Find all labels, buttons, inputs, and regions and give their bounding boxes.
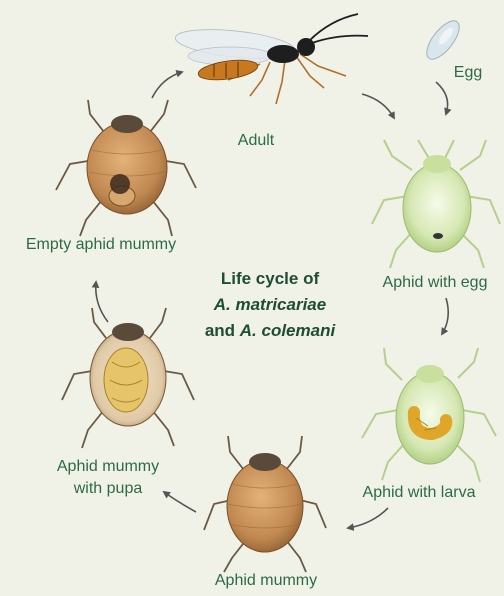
aphid-mummy-icon [204,436,326,572]
aphid-with-egg-label: Aphid with egg [370,272,500,294]
egg-label: Egg [444,62,492,84]
aphid-mummy-with-pupa-icon [62,308,194,448]
aphid-with-larva-icon [362,348,496,482]
adult-wasp-icon [174,14,368,104]
aphid-mummy-label: Aphid mummy [198,570,334,592]
aphid-with-larva-label: Aphid with larva [348,482,490,504]
aphid-mummy-with-pupa-line1: Aphid mummy [40,456,176,478]
empty-aphid-mummy-icon [56,100,196,236]
species-name-colemani: A. colemani [240,321,335,340]
aphid-mummy-with-pupa-line2: with pupa [40,478,176,500]
adult-label: Adult [226,130,286,152]
egg-icon [421,16,465,65]
diagram-title: Life cycle of A. matricariae and A. cole… [180,266,360,344]
empty-aphid-mummy-label: Empty aphid mummy [6,234,196,256]
title-line-2: A. matricariae [180,292,360,318]
title-line-1: Life cycle of [180,266,360,292]
title-line-3: and A. colemani [180,318,360,344]
aphid-with-egg-icon [372,140,500,268]
aphid-mummy-with-pupa-label: Aphid mummy with pupa [40,456,176,500]
species-name-matricariae: A. matricariae [214,295,326,314]
title-conjunction: and [205,321,240,340]
